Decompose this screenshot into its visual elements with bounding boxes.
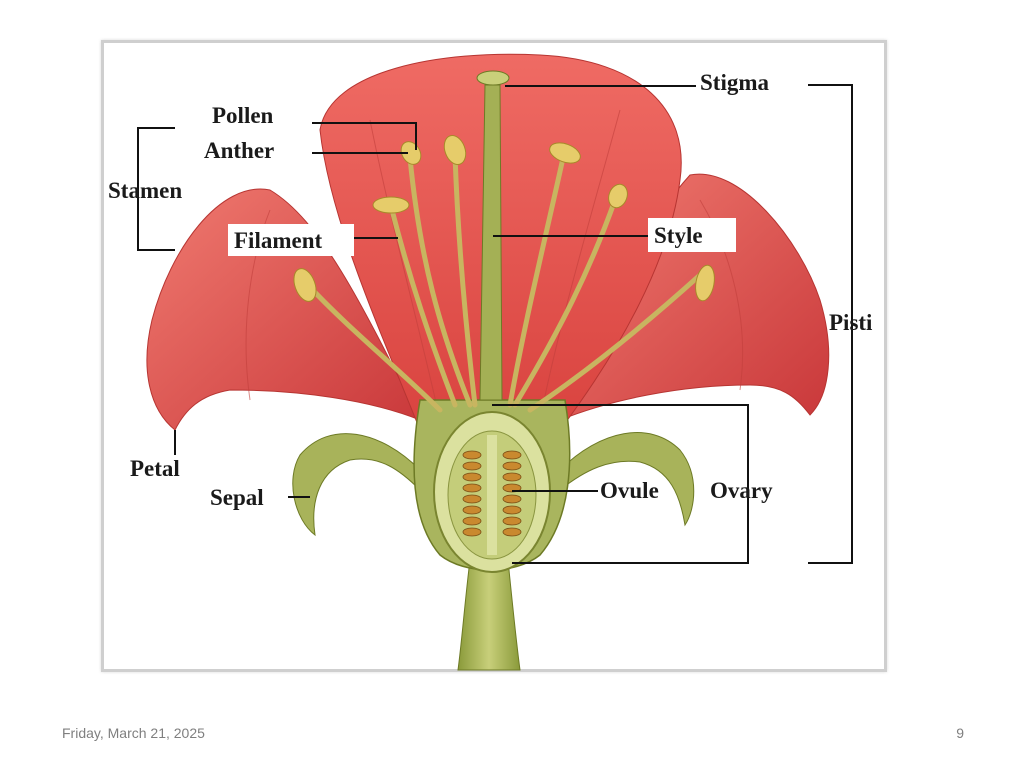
stigma [476,70,510,86]
pollen-leader [312,122,417,150]
ovules [462,450,522,537]
ovary-bracket [492,404,749,564]
label-ovule: Ovule [600,478,659,503]
leader-lines [137,84,853,564]
footer-date: Friday, March 21, 2025 [62,725,205,741]
stamen-bracket [137,127,175,251]
stigma-label-box [696,66,796,98]
label-style: Style [654,223,703,248]
filaments [305,152,703,413]
slide-number: 9 [956,725,964,741]
label-stigma: Stigma [700,70,770,95]
diagram-labels: Pollen Anther Stamen Filament Stigma Sty… [108,66,873,510]
pistil-bracket [808,84,853,564]
label-filament: Filament [234,228,322,253]
stalk [457,559,521,671]
anthers [293,134,715,302]
label-stamen: Stamen [108,178,182,203]
sepal-right [559,432,695,527]
label-pistil: Pisti [829,310,873,335]
style-label-box [648,218,736,252]
label-petal: Petal [130,456,180,481]
sepal-left [292,433,421,537]
label-pollen: Pollen [212,103,274,128]
label-sepal: Sepal [210,485,264,510]
label-ovary: Ovary [710,478,773,503]
label-anther: Anther [204,138,274,163]
ovary-septum [487,435,497,555]
filament-label-box [228,224,354,256]
